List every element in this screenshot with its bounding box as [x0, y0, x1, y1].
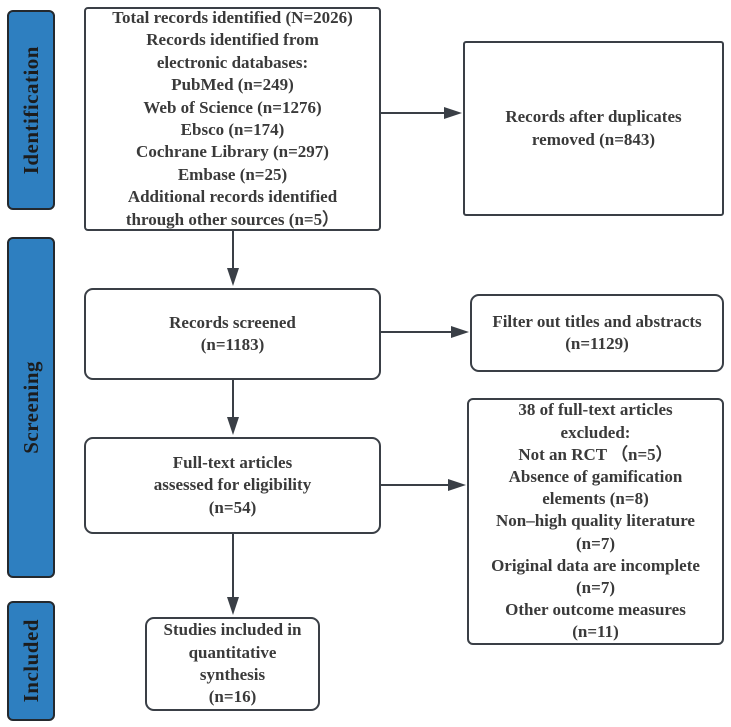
- box-text-line: excluded:: [560, 422, 631, 442]
- stage-label-identification: Identification: [7, 10, 55, 210]
- box-text-line: electronic databases:: [156, 52, 309, 72]
- stage-label-screening-text: Screening: [18, 361, 43, 454]
- box-text-line: assessed for eligibility: [153, 475, 312, 495]
- box-text-line: Additional records identified: [127, 187, 338, 207]
- box-text-line: Records identified from: [146, 30, 319, 50]
- box-text-line: removed (n=843): [531, 129, 656, 149]
- box-text-line: quantitative: [188, 642, 277, 662]
- box-text-line: Full-text articles: [172, 452, 293, 472]
- box-text-line: Total records identified (N=2026): [112, 7, 353, 27]
- box-text-line: (n=1183): [200, 335, 265, 354]
- box-text-line: (n=54): [208, 497, 257, 517]
- stage-label-screening: Screening: [7, 237, 55, 578]
- stage-label-identification-text: Identification: [18, 45, 43, 175]
- box-text-line: (n=11): [572, 622, 619, 642]
- stage-label-included-text: Included: [18, 619, 43, 703]
- box-text-line: Ebsco (n=174): [180, 120, 285, 139]
- box-text-line: (n=1129): [565, 334, 629, 353]
- box-text-line: Web of Science (n=1276): [143, 97, 322, 117]
- box-text-line: (n=7): [576, 578, 615, 598]
- box-text-line: Original data are incomplete: [491, 555, 700, 575]
- box-text-line: elements (n=8): [542, 489, 649, 509]
- box-text-line: Not an RCT （n=5）: [518, 444, 673, 464]
- box-text-line: Cochrane Library (n=297): [136, 142, 329, 162]
- box-text-line: Studies included in: [163, 620, 302, 640]
- box-text-line: Filter out titles and abstracts: [492, 311, 702, 331]
- box-text-line: through other sources (n=5）: [125, 209, 340, 229]
- box-text-line: (n=16): [208, 687, 257, 707]
- box-text-line: 38 of full-text articles: [518, 400, 673, 420]
- box-text-line: Other outcome measures: [505, 600, 686, 620]
- box-text-line: Absence of gamification: [508, 467, 683, 486]
- box-text-line: Records screened: [169, 312, 296, 332]
- box-text-line: PubMed (n=249): [171, 75, 294, 95]
- box-text-line: Non–high quality literature: [496, 511, 695, 531]
- box-text-line: (n=7): [576, 533, 615, 553]
- box-records-screened: Records screened (n=1183): [84, 288, 381, 380]
- box-records-identified: Total records identified (N=2026) Records…: [84, 7, 381, 231]
- box-text-line: Records after duplicates: [505, 107, 682, 127]
- stage-label-included: Included: [7, 601, 55, 721]
- box-fulltext-assessed: Full-text articles assessed for eligibili…: [84, 437, 381, 534]
- box-text-line: synthesis: [199, 665, 266, 684]
- box-text-line: Embase (n=25): [177, 164, 288, 184]
- box-filter-titles-abstracts: Filter out titles and abstracts (n=1129): [470, 294, 724, 372]
